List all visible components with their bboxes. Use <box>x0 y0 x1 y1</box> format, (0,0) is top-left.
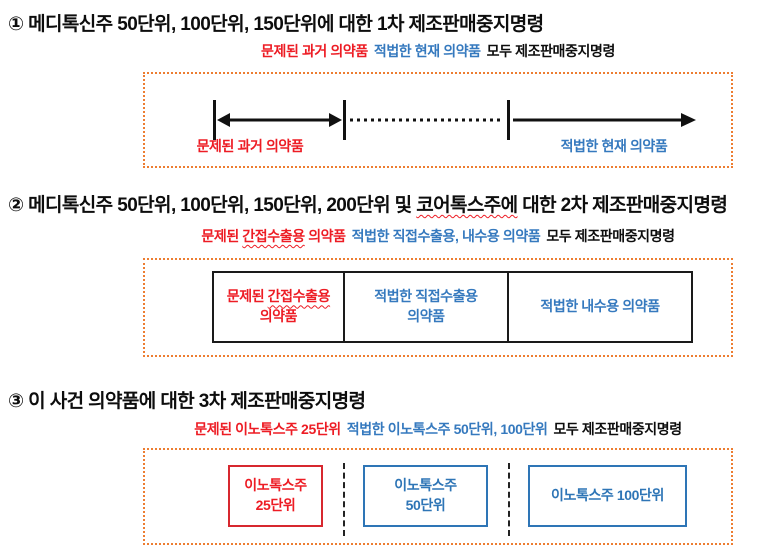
section2-subtitle-rest: 모두 제조판매중지명령 <box>546 228 675 244</box>
arrowhead-right-icon <box>329 113 342 127</box>
section1-subtitle-rest: 모두 제조판매중지명령 <box>486 43 616 59</box>
product-name: 이노톡스주 <box>244 477 307 494</box>
cell-line: 문제된 간접수출용 <box>226 287 331 307</box>
product-box-innotox-25: 이노톡스주 25단위 <box>228 465 323 527</box>
arrowhead-right-icon <box>681 113 696 127</box>
section2-subtitle: 문제된 간접수출용 의약품 적법한 직접수출용, 내수용 의약품 모두 제조판매중지… <box>143 226 733 246</box>
section1-subtitle-legal: 적법한 현재 의약품 <box>373 43 481 59</box>
section2-heading-suffix: 대한 2차 제조판매중지명령 <box>517 195 728 216</box>
timeline-tick-icon <box>507 100 510 140</box>
product-unit: 25단위 <box>255 497 296 513</box>
dashed-divider <box>508 463 510 536</box>
section2-heading-spellcheck-underline: 코어톡스주에 <box>416 195 518 216</box>
table-cell-legal-domestic: 적법한 내수용 의약품 <box>507 273 691 341</box>
section2-diagram-frame: 문제된 간접수출용 의약품 적법한 직접수출용 의약품 적법한 내수용 의약품 <box>143 258 733 357</box>
section3-subtitle-problem: 문제된 이노톡스주 25단위 <box>194 421 341 437</box>
cell-line: 적법한 내수용 의약품 <box>540 298 660 315</box>
product-unit: 50단위 <box>405 497 446 513</box>
section3-diagram-frame: 이노톡스주 25단위 이노톡스주 50단위 이노톡스주 100단위 <box>143 448 733 545</box>
section3-heading: ③ 이 사건 의약품에 대한 3차 제조판매중지명령 <box>8 391 366 412</box>
product-box-innotox-100: 이노톡스주 100단위 <box>528 465 687 527</box>
section2-subtitle-problem-underline: 간접수출용 <box>242 228 305 244</box>
export-type-table: 문제된 간접수출용 의약품 적법한 직접수출용 의약품 적법한 내수용 의약품 <box>212 271 693 343</box>
section3-subtitle-rest: 모두 제조판매중지명령 <box>553 421 682 437</box>
table-cell-legal-direct-export: 적법한 직접수출용 의약품 <box>342 273 507 341</box>
cell-line: 의약품 <box>259 308 298 324</box>
section2-subtitle-problem-prefix: 문제된 <box>201 228 243 244</box>
section1-diagram-frame: 문제된 과거 의약품 적법한 현재 의약품 <box>143 72 733 168</box>
product-box-innotox-50: 이노톡스주 50단위 <box>363 465 488 527</box>
section3-subtitle-legal: 적법한 이노톡스주 50단위, 100단위 <box>346 421 548 437</box>
section1-heading: ① 메디톡신주 50단위, 100단위, 150단위에 대한 1차 제조판매중지… <box>8 14 544 35</box>
timeline-past-label: 문제된 과거 의약품 <box>196 138 304 154</box>
timeline-tick-icon <box>213 100 216 140</box>
cell-line: 적법한 직접수출용 <box>374 288 478 305</box>
dashed-divider <box>343 463 345 536</box>
timeline-tick-icon <box>343 100 346 140</box>
section3-subtitle: 문제된 이노톡스주 25단위 적법한 이노톡스주 50단위, 100단위 모두 제조… <box>143 419 733 439</box>
product-name: 이노톡스주 100단위 <box>550 487 664 504</box>
product-name: 이노톡스주 <box>394 477 457 494</box>
section2-subtitle-problem: 문제된 간접수출용 의약품 <box>201 228 346 244</box>
timeline-graphic <box>213 100 696 140</box>
section2-subtitle-problem-suffix: 의약품 <box>304 228 346 244</box>
cell-text-spellcheck-underline: 간접수출용 <box>267 288 331 305</box>
arrowhead-left-icon <box>217 113 230 127</box>
section2-heading: ② 메디톡신주 50단위, 100단위, 150단위, 200단위 및 코어톡스… <box>8 190 728 217</box>
cell-line: 의약품 <box>407 308 445 324</box>
timeline-present-label: 적법한 현재 의약품 <box>560 138 668 154</box>
section1-subtitle: 문제된 과거 의약품 적법한 현재 의약품 모두 제조판매중지명령 <box>143 41 733 61</box>
section2-subtitle-legal: 적법한 직접수출용, 내수용 의약품 <box>351 228 541 244</box>
table-cell-problem-indirect-export: 문제된 간접수출용 의약품 <box>214 273 343 341</box>
section1-subtitle-problem: 문제된 과거 의약품 <box>261 43 368 59</box>
section2-heading-prefix: ② 메디톡신주 50단위, 100단위, 150단위, 200단위 및 <box>8 195 417 216</box>
cell-text: 문제된 <box>226 288 268 305</box>
